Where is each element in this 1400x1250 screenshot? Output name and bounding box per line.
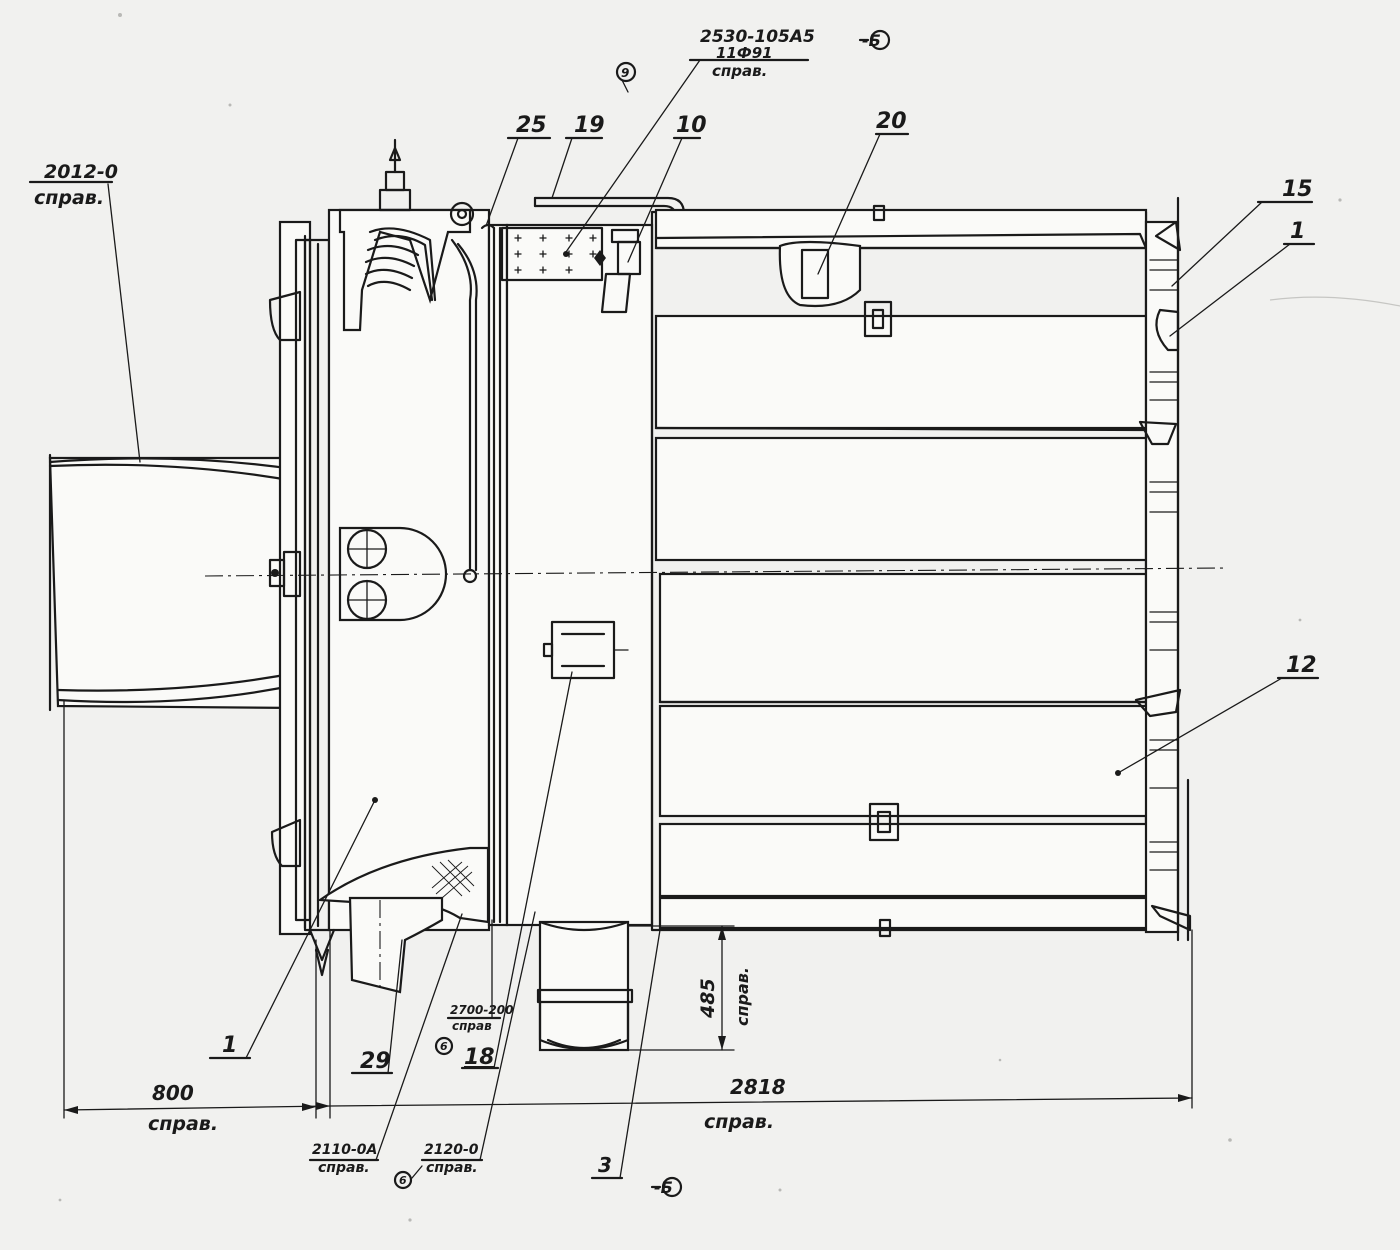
label-pos-18: 18 [464, 1045, 495, 1070]
hatch-area [431, 859, 475, 899]
label-pos-3: 3 [598, 1153, 612, 1177]
panel-5 [658, 704, 1150, 818]
terminal-crosses [514, 234, 597, 274]
dim-485-value: 485 [697, 978, 719, 1019]
dimensions [63, 699, 1193, 1119]
panel-4 [658, 572, 1148, 704]
circled-mark-9: 9 [621, 66, 629, 80]
label-ref-2700-sub: справ [452, 1019, 492, 1033]
circled-mark-6-b: 6 [399, 1174, 407, 1187]
fin-ribs [1149, 259, 1179, 871]
label-ref-2120-sub: справ. [426, 1160, 478, 1176]
label-ref-2530: 2530-105А5 [700, 27, 815, 47]
label-pos-25: 25 [516, 113, 547, 138]
inlet-duct [48, 453, 302, 712]
label-pos-29: 29 [360, 1049, 391, 1074]
paper-edge-mark [1269, 296, 1400, 307]
dim-800-value: 800 [152, 1081, 194, 1105]
circled-mark-b-bottom: -Б [654, 1178, 673, 1197]
panel-1 [654, 208, 1148, 250]
dim-2818-sub: справ. [704, 1111, 774, 1133]
label-pos-15: 15 [1282, 177, 1313, 202]
panel-2 [654, 314, 1148, 430]
dim-800-sub: справ. [148, 1113, 218, 1135]
circled-mark-6-a: 6 [440, 1040, 448, 1053]
label-ref-2110-sub: справ. [318, 1160, 370, 1176]
paper-specks [58, 13, 1342, 1222]
circled-mark-b-top: -Б [862, 31, 881, 50]
label-pos-12: 12 [1286, 653, 1317, 678]
radiator-assembly [650, 204, 1156, 938]
label-ref-2530-mid: 11Ф91 [716, 44, 773, 62]
right-end-frame [1134, 196, 1192, 942]
panel-6 [658, 822, 1156, 898]
label-ref-2700: 2700-200 [450, 1003, 513, 1017]
label-ref-2110: 2110-0А [312, 1142, 377, 1158]
circled-marks [393, 29, 891, 1198]
panel-3 [654, 436, 1148, 562]
label-ref-2012-sub: справ. [34, 187, 104, 209]
center-line [204, 567, 1226, 577]
label-ref-2530-sub: справ. [712, 62, 767, 80]
label-pos-1-right: 1 [1290, 219, 1305, 244]
separator-flange [480, 223, 509, 927]
mid-housing [500, 196, 686, 1052]
main-housing [308, 138, 491, 994]
dim-2818-value: 2818 [730, 1075, 786, 1099]
label-ref-2120: 2120-0 [424, 1142, 479, 1158]
label-pos-20: 20 [876, 109, 907, 134]
leader-lines [28, 58, 1320, 1180]
label-pos-10: 10 [676, 113, 707, 138]
dim-485-sub: справ. [733, 967, 752, 1026]
label-pos-1-left: 1 [222, 1033, 237, 1058]
labels: 2012-0 справ. 2530-105А5 11Ф91 справ. 9 … [34, 27, 1317, 1197]
label-pos-19: 19 [574, 113, 605, 138]
label-ref-2012: 2012-0 [44, 161, 118, 183]
panel-7 [658, 896, 1156, 930]
